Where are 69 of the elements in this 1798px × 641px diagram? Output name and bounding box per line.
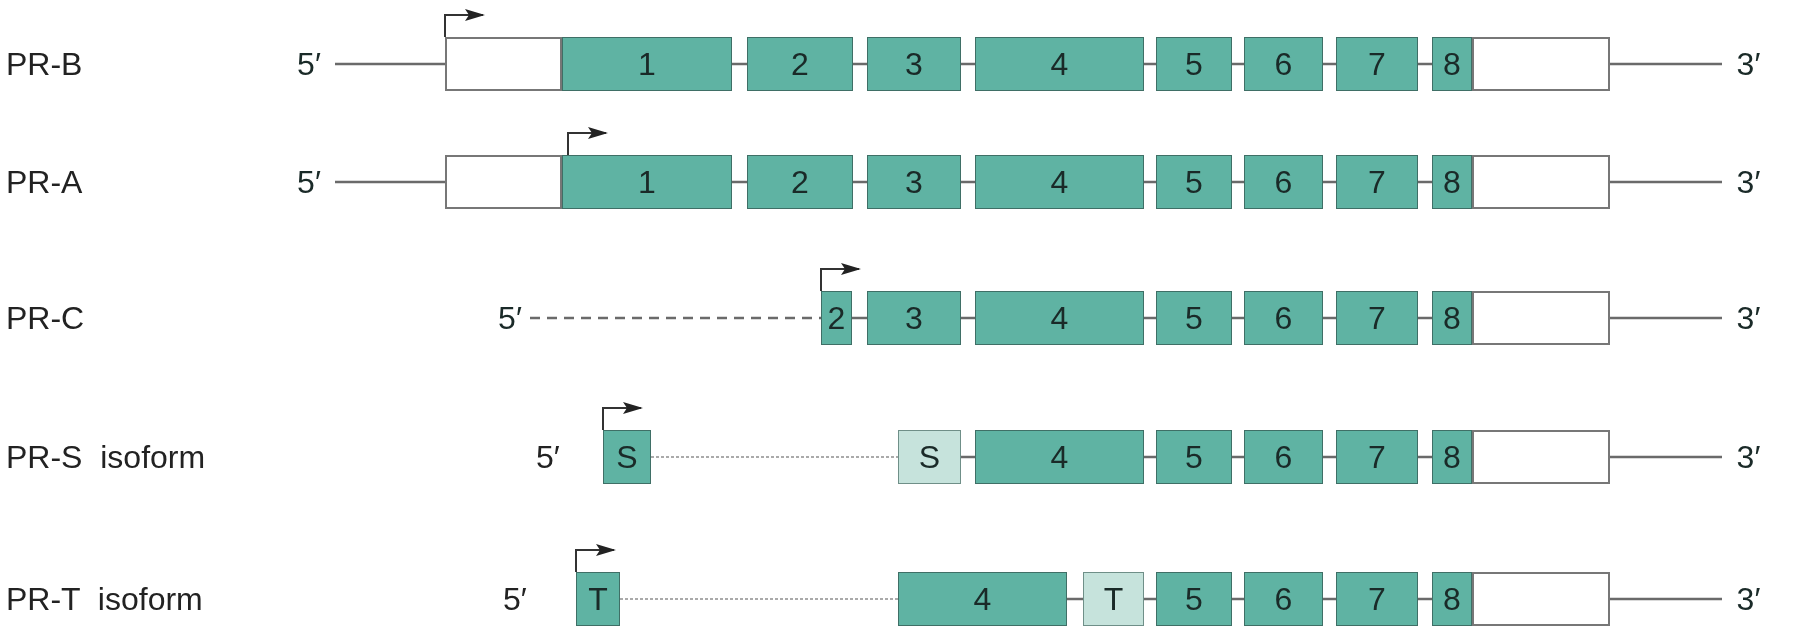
exon-box: 6 <box>1244 291 1323 345</box>
exon-box: 5 <box>1156 155 1232 209</box>
dashed-connector-line <box>619 598 899 600</box>
connector-line <box>335 62 445 66</box>
end-label: 5′ <box>283 37 335 91</box>
exon-box: S <box>603 430 651 484</box>
exon-box: T <box>576 572 620 626</box>
exon-box: 7 <box>1336 155 1418 209</box>
isoform-label: PR-C <box>6 302 85 334</box>
connector-line <box>1610 455 1722 459</box>
exon-box: 3 <box>867 155 961 209</box>
exon-box: 8 <box>1432 430 1472 484</box>
exon-box: 4 <box>975 155 1144 209</box>
exon-box: 4 <box>975 291 1144 345</box>
exon-box: 1 <box>562 155 732 209</box>
exon-box: 2 <box>747 155 853 209</box>
untranslated-region-box <box>445 37 562 91</box>
exon-box: 3 <box>867 291 961 345</box>
end-label: 5′ <box>503 583 527 615</box>
untranslated-region-box <box>445 155 562 209</box>
exon-box: 5 <box>1156 37 1232 91</box>
exon-box: 7 <box>1336 291 1418 345</box>
end-label: 3′ <box>1722 291 1775 345</box>
exon-box: 6 <box>1244 155 1323 209</box>
exon-box: 5 <box>1156 572 1232 626</box>
exon-box: 5 <box>1156 430 1232 484</box>
end-label: 3′ <box>1722 430 1775 484</box>
exon-box: 7 <box>1336 572 1418 626</box>
untranslated-region-box <box>1472 291 1610 345</box>
dashed-connector-line <box>650 456 899 458</box>
exon-box: 7 <box>1336 37 1418 91</box>
exon-box: 6 <box>1244 430 1323 484</box>
exon-box: 2 <box>747 37 853 91</box>
exon-box: 2 <box>821 291 852 345</box>
end-label: 5′ <box>283 155 335 209</box>
untranslated-region-box <box>1472 37 1610 91</box>
exon-box: 4 <box>975 430 1144 484</box>
end-label: 5′ <box>536 441 560 473</box>
untranslated-region-box <box>1472 155 1610 209</box>
exon-box: 7 <box>1336 430 1418 484</box>
connector-line <box>1610 316 1722 320</box>
isoform-label: PR-S isoform <box>6 441 206 473</box>
exon-box: 5 <box>1156 291 1232 345</box>
exon-box: 4 <box>898 572 1067 626</box>
exon-box: T <box>1083 572 1144 626</box>
exon-box: S <box>898 430 961 484</box>
untranslated-region-box <box>1472 430 1610 484</box>
end-label: 3′ <box>1722 155 1775 209</box>
exon-box: 6 <box>1244 37 1323 91</box>
isoform-label: PR-A <box>6 166 83 198</box>
exon-box: 3 <box>867 37 961 91</box>
connector-line <box>1610 62 1722 66</box>
connector-line <box>1610 180 1722 184</box>
end-label: 5′ <box>490 291 530 345</box>
connector-line <box>335 180 445 184</box>
exon-box: 6 <box>1244 572 1323 626</box>
isoform-label: PR-B <box>6 48 83 80</box>
isoform-label: PR-T isoform <box>6 583 203 615</box>
exon-box: 1 <box>562 37 732 91</box>
connector-line <box>1610 597 1722 601</box>
exon-box: 8 <box>1432 572 1472 626</box>
exon-box: 8 <box>1432 155 1472 209</box>
end-label: 3′ <box>1722 572 1775 626</box>
exon-box: 8 <box>1432 37 1472 91</box>
untranslated-region-box <box>1472 572 1610 626</box>
dashed-connector-line <box>530 316 821 320</box>
exon-box: 8 <box>1432 291 1472 345</box>
end-label: 3′ <box>1722 37 1775 91</box>
exon-box: 4 <box>975 37 1144 91</box>
